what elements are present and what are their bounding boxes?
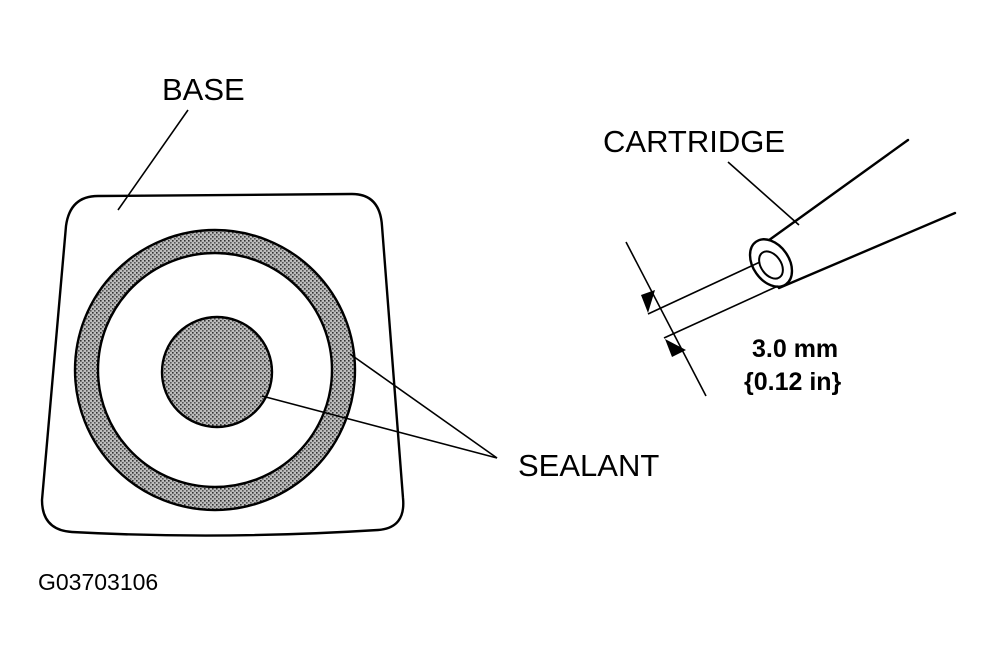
dimension-in-label: {0.12 in} — [744, 368, 842, 396]
dimension-line — [625, 241, 707, 397]
cartridge-label: CARTRIDGE — [603, 124, 785, 159]
figure-code: G03703106 — [38, 569, 158, 595]
cartridge-nozzle-inner — [758, 250, 784, 280]
sealant-center-dot — [160, 315, 274, 429]
dimension-extension-top — [647, 261, 761, 315]
base-leader-line — [117, 109, 189, 211]
cartridge-tube-top — [763, 138, 910, 245]
cartridge-tube-bottom — [777, 211, 957, 290]
dimension-arrow-down — [641, 290, 655, 313]
base-label: BASE — [162, 72, 245, 107]
sealant-leader-dot — [261, 395, 498, 459]
cartridge-leader-line — [727, 161, 800, 226]
sealant-label: SEALANT — [518, 448, 659, 483]
dimension-mm-label: 3.0 mm — [752, 335, 838, 363]
sealant-leader-ring — [349, 353, 498, 459]
dimension-extension-bottom — [663, 285, 779, 339]
base-outline — [40, 192, 405, 537]
dimension-arrow-up — [665, 339, 686, 357]
